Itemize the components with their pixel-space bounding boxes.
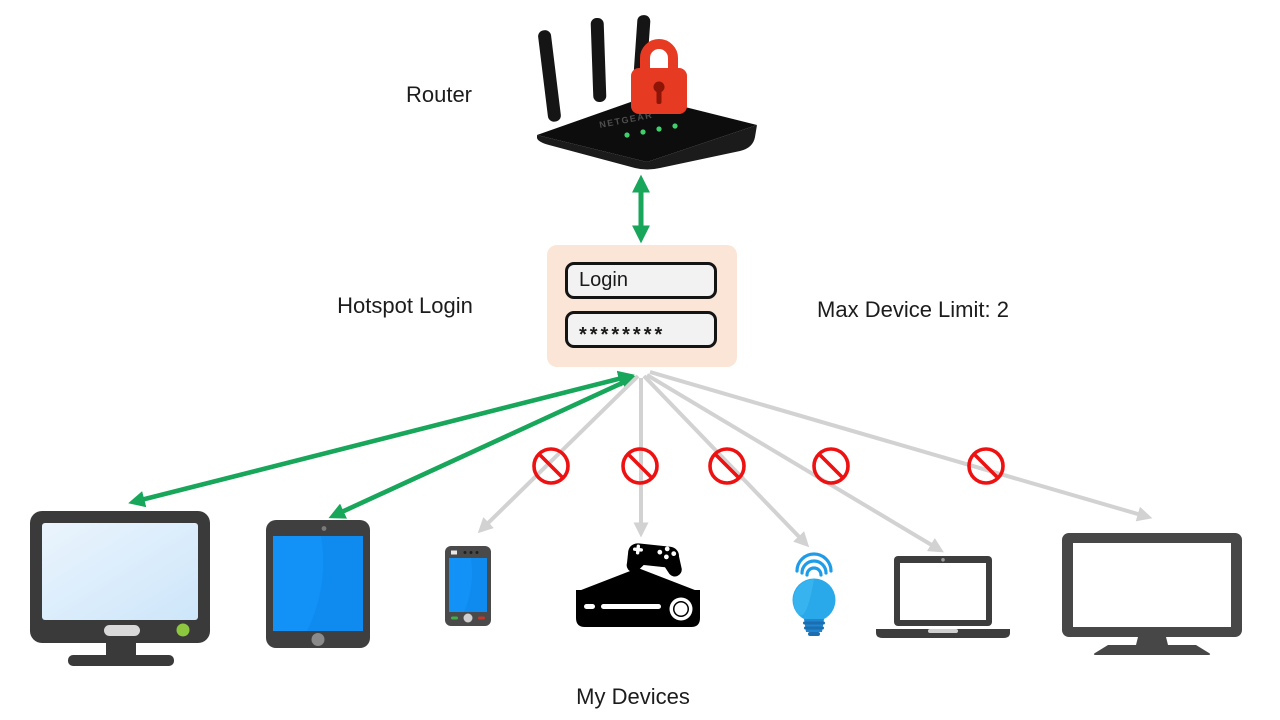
laptop-webcam	[941, 558, 945, 562]
device-tablet	[266, 520, 374, 657]
desktop-computer-icon	[30, 511, 210, 666]
hotspot-login-panel: Login ********	[547, 245, 737, 367]
tablet-home-button	[311, 633, 325, 646]
device-smartphone	[445, 546, 495, 635]
blocked-link-laptop-arrow	[645, 373, 944, 553]
router-label: Router	[405, 82, 473, 107]
smartphone-icon	[445, 546, 491, 626]
no-entry-icon-laptop	[812, 447, 850, 485]
router-icon: NETGEAR	[537, 15, 757, 170]
router-body-top	[537, 97, 757, 162]
lock-icon	[631, 39, 687, 114]
device-tv	[1062, 533, 1244, 662]
password-field[interactable]: ********	[565, 311, 717, 348]
allowed-link-tablet-arrow	[328, 375, 638, 519]
device-game-console	[574, 538, 706, 635]
device-smart-bulb	[778, 548, 850, 641]
no-entry-icon-smartphone	[532, 447, 570, 485]
hotspot-login-label: Hotspot Login	[337, 293, 473, 318]
device-laptop	[876, 556, 1010, 647]
tv-icon	[1062, 533, 1242, 655]
username-field[interactable]: Login	[565, 262, 717, 299]
laptop-icon	[876, 556, 1010, 638]
wifi-waves-icon	[795, 552, 833, 577]
monitor-button	[104, 625, 140, 636]
game-console-icon	[576, 540, 700, 627]
no-entry-icon-bulb	[708, 447, 746, 485]
router-led-lights	[624, 123, 678, 138]
phone-home-button	[463, 613, 473, 623]
router-body-front	[537, 125, 757, 170]
blocked-link-bulb-arrow	[642, 374, 810, 548]
router-figure: NETGEAR	[528, 4, 763, 181]
tablet-icon	[266, 520, 370, 648]
power-led	[176, 623, 190, 637]
my-devices-label: My Devices	[576, 684, 690, 709]
tablet-camera	[321, 526, 327, 531]
blocked-link-tv-arrow	[649, 370, 1153, 522]
no-entry-icon-console	[621, 447, 659, 485]
no-entry-icon-tv	[967, 447, 1005, 485]
device-desktop-computer	[30, 508, 215, 671]
smart-bulb-icon	[792, 552, 836, 636]
max-device-limit-label: Max Device Limit: 2	[817, 297, 1009, 322]
